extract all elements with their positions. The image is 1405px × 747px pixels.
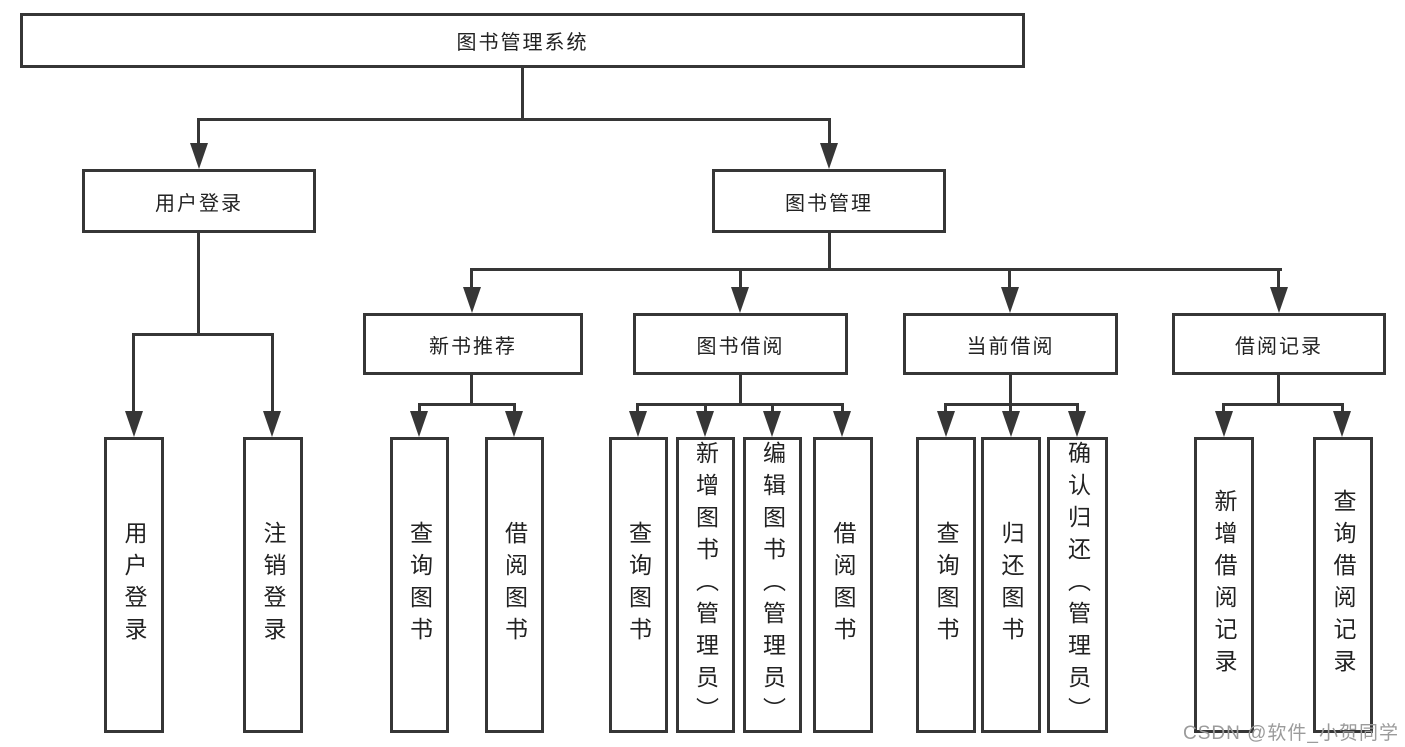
leaf-confirm-return-admin: 确认归还（管理员） [1047, 437, 1108, 733]
connector-line [470, 375, 473, 405]
connector-line [418, 403, 421, 414]
node-label: 新增图书（管理员） [692, 441, 719, 729]
node-label: 图书管理 [785, 192, 873, 215]
connector-line [1222, 403, 1225, 414]
node-label: 新增借阅记录 [1211, 489, 1237, 681]
node-label: 新书推荐 [429, 335, 517, 358]
node-label: 查询图书 [406, 521, 433, 649]
connector-line [521, 68, 524, 121]
arrow-down-icon [937, 411, 955, 437]
arrow-down-icon [763, 411, 781, 437]
arrow-down-icon [1002, 411, 1020, 437]
connector-line [944, 403, 947, 414]
connector-line [739, 375, 742, 405]
leaf-query-books-recommend: 查询图书 [390, 437, 449, 733]
arrow-down-icon [263, 411, 281, 437]
node-label: 用户登录 [155, 192, 243, 215]
leaf-add-books-admin: 新增图书（管理员） [676, 437, 735, 733]
connector-line [828, 233, 831, 271]
arrow-down-icon [696, 411, 714, 437]
arrow-down-icon [629, 411, 647, 437]
arrow-down-icon [1333, 411, 1351, 437]
connector-line [197, 118, 200, 146]
connector-line [636, 403, 844, 406]
node-label: 查询图书 [625, 521, 652, 649]
leaf-edit-books-admin: 编辑图书（管理员） [743, 437, 802, 733]
arrow-down-icon [505, 411, 523, 437]
node-label: 借阅图书 [501, 521, 528, 649]
arrow-down-icon [1068, 411, 1086, 437]
arrow-down-icon [731, 287, 749, 313]
node-label: 借阅图书 [830, 521, 856, 649]
arrow-down-icon [833, 411, 851, 437]
arrow-down-icon [1215, 411, 1233, 437]
connector-line [1009, 375, 1012, 405]
node-label: 借阅记录 [1235, 335, 1323, 358]
connector-line [1009, 403, 1012, 414]
leaf-query-books-borrow: 查询图书 [609, 437, 668, 733]
leaf-borrow-books-recommend: 借阅图书 [485, 437, 544, 733]
connector-line [470, 268, 473, 289]
leaf-user-login: 用户登录 [104, 437, 164, 733]
node-current-borrow: 当前借阅 [903, 313, 1118, 375]
leaf-query-books-current: 查询图书 [916, 437, 976, 733]
connector-line [704, 403, 707, 414]
connector-line [513, 403, 516, 414]
node-label: 当前借阅 [966, 335, 1055, 358]
connector-line [828, 118, 831, 146]
node-borrow-records: 借阅记录 [1172, 313, 1386, 375]
leaf-return-books: 归还图书 [981, 437, 1041, 733]
connector-line [132, 333, 135, 413]
connector-line [197, 233, 200, 336]
node-label: 图书管理系统 [456, 32, 589, 54]
node-label: 确认归还（管理员） [1064, 441, 1091, 729]
leaf-borrow-books: 借阅图书 [813, 437, 873, 733]
node-label: 归还图书 [998, 521, 1024, 649]
connector-line [1277, 375, 1280, 405]
node-label: 注销登录 [260, 521, 286, 649]
arrow-down-icon [1270, 287, 1288, 313]
connector-line [271, 333, 274, 413]
node-library-system: 图书管理系统 [20, 13, 1025, 68]
node-book-management: 图书管理 [712, 169, 946, 233]
node-new-book-recommend: 新书推荐 [363, 313, 583, 375]
node-label: 用户登录 [121, 521, 147, 649]
connector-line [841, 403, 844, 414]
connector-line [132, 333, 274, 336]
node-label: 查询图书 [933, 521, 959, 649]
node-book-borrow: 图书借阅 [633, 313, 848, 375]
node-user-login: 用户登录 [82, 169, 316, 233]
connector-line [197, 118, 831, 121]
connector-line [470, 268, 1282, 271]
arrow-down-icon [1001, 287, 1019, 313]
connector-line [636, 403, 639, 414]
connector-line [771, 403, 774, 414]
node-label: 图书借阅 [696, 335, 785, 358]
leaf-logout: 注销登录 [243, 437, 303, 733]
connector-line [739, 268, 742, 289]
connector-line [418, 403, 516, 406]
watermark: CSDN @软件_小贺同学 [1183, 723, 1399, 744]
connector-line [1341, 403, 1344, 414]
arrow-down-icon [190, 143, 208, 169]
arrow-down-icon [410, 411, 428, 437]
arrow-down-icon [125, 411, 143, 437]
connector-line [1222, 403, 1344, 406]
connector-line [1277, 268, 1280, 289]
connector-line [1076, 403, 1079, 414]
connector-line [1008, 268, 1011, 289]
leaf-add-borrow-record: 新增借阅记录 [1194, 437, 1254, 733]
node-label: 编辑图书（管理员） [759, 441, 786, 729]
node-label: 查询借阅记录 [1330, 489, 1356, 681]
leaf-query-borrow-record: 查询借阅记录 [1313, 437, 1373, 733]
arrow-down-icon [820, 143, 838, 169]
arrow-down-icon [463, 287, 481, 313]
